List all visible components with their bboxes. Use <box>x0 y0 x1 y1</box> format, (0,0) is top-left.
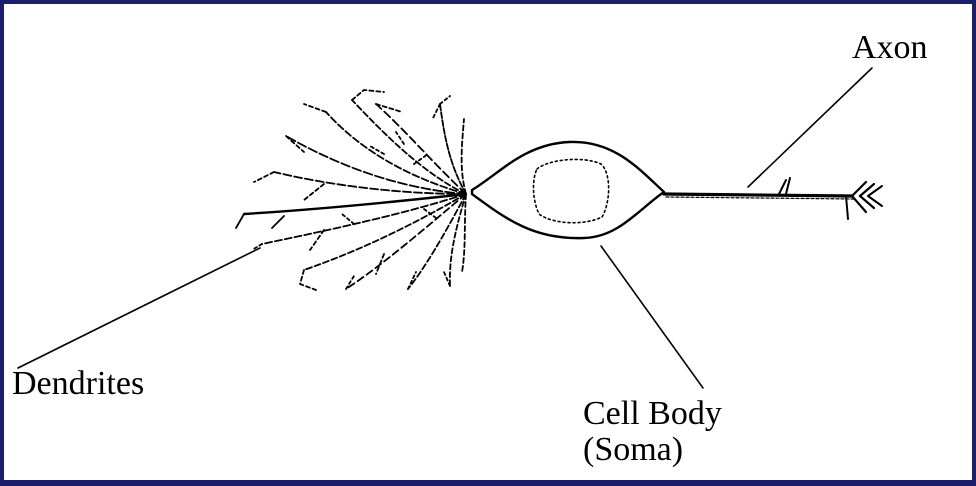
axon-label: Axon <box>852 30 928 66</box>
axon-leader-line <box>748 68 872 187</box>
soma-leader-line <box>601 246 703 388</box>
dendrites-label: Dendrites <box>12 366 144 402</box>
cell-body-label-line1: Cell Body <box>583 396 722 432</box>
nucleus-outline <box>533 159 608 222</box>
dendrites <box>236 90 466 290</box>
dendrites-leader-line <box>18 248 260 368</box>
neuron-drawing <box>4 4 972 480</box>
cell-body-outline <box>472 142 664 238</box>
axon <box>664 178 882 219</box>
soma-label-line2: (Soma) <box>583 432 722 468</box>
cell-body-label: Cell Body (Soma) <box>583 396 722 468</box>
